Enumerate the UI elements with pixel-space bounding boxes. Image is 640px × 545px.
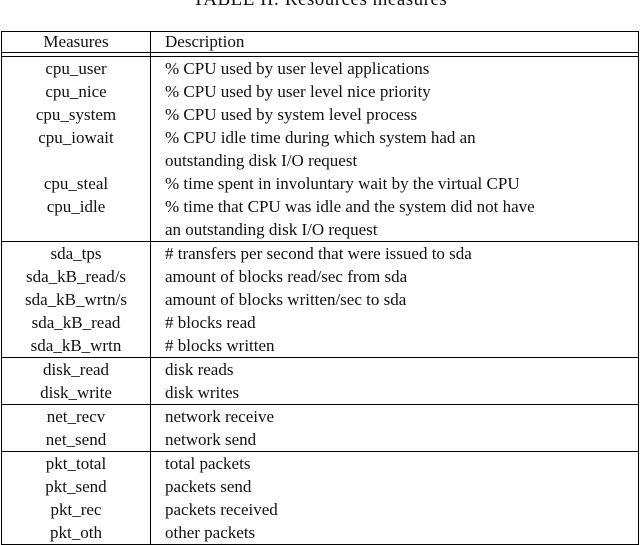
table-row: sda_kB_read/s amount of blocks read/sec f… <box>2 265 638 288</box>
gap-right <box>151 53 638 56</box>
table-caption: TABLE II: Resources measures <box>0 0 640 11</box>
description-cell: # blocks read <box>165 313 256 332</box>
description-cell: % time that CPU was idle and the system … <box>165 197 535 216</box>
measure-cell: cpu_system <box>2 103 151 126</box>
table-body: cpu_user % CPU used by user level applica… <box>2 57 638 544</box>
measure-cell: disk_read <box>2 358 151 381</box>
description-cell: network receive <box>165 407 275 426</box>
measure-cell: cpu_steal <box>2 172 151 195</box>
measure-cell: cpu_nice <box>2 80 151 103</box>
table-row: an outstanding disk I/O request <box>2 218 638 241</box>
table-row: net_recv network receive <box>2 405 638 428</box>
description-cell: packets received <box>165 500 278 519</box>
measure-cell: net_send <box>2 428 151 451</box>
gap-left <box>2 53 151 56</box>
row-group: net_recv network receive net_send network s… <box>2 405 638 452</box>
measure-cell: net_recv <box>2 405 151 428</box>
description-cell: # transfers per second that were issued … <box>165 244 472 263</box>
measure-cell: sda_tps <box>2 242 151 265</box>
table-header-row: Measures Description <box>2 32 638 53</box>
measure-cell: sda_kB_read <box>2 311 151 334</box>
table-row: disk_read disk reads <box>2 358 638 381</box>
resources-table: Measures Description cpu_user % CPU used … <box>1 31 639 545</box>
table-row: cpu_iowait % CPU idle time during which s… <box>2 126 638 149</box>
measure-cell: pkt_send <box>2 475 151 498</box>
description-cell: % CPU used by user level applications <box>165 59 430 78</box>
table-row: pkt_oth other packets <box>2 521 638 544</box>
description-cell: % CPU idle time during which system had … <box>165 128 476 147</box>
description-cell: # blocks written <box>165 336 275 355</box>
measure-cell: sda_kB_read/s <box>2 265 151 288</box>
row-group: pkt_total total packets pkt_send packets se… <box>2 452 638 544</box>
measure-cell: pkt_oth <box>2 521 151 544</box>
header-measures: Measures <box>2 32 151 52</box>
table-row: pkt_rec packets received <box>2 498 638 521</box>
header-description: Description <box>165 32 245 51</box>
description-cell: disk writes <box>165 383 240 402</box>
table-row: cpu_steal % time spent in involuntary wai… <box>2 172 638 195</box>
description-cell: total packets <box>165 454 251 473</box>
table-row: sda_kB_wrtn/s amount of blocks written/se… <box>2 288 638 311</box>
description-cell: amount of blocks written/sec to sda <box>165 290 407 309</box>
table-row: sda_tps # transfers per second that were … <box>2 242 638 265</box>
row-group: disk_read disk reads disk_write disk writes <box>2 358 638 405</box>
measure-cell: cpu_idle <box>2 195 151 218</box>
table-row: cpu_user % CPU used by user level applica… <box>2 57 638 80</box>
measure-cell: cpu_iowait <box>2 126 151 149</box>
description-cell: outstanding disk I/O request <box>165 151 358 170</box>
measure-cell: sda_kB_wrtn/s <box>2 288 151 311</box>
measure-cell: sda_kB_wrtn <box>2 334 151 357</box>
table-row: sda_kB_wrtn # blocks written <box>2 334 638 357</box>
table-row: net_send network send <box>2 428 638 451</box>
header-gap <box>2 53 638 57</box>
table-row: sda_kB_read # blocks read <box>2 311 638 334</box>
table-row: pkt_total total packets <box>2 452 638 475</box>
table-row: cpu_nice % CPU used by user level nice pr… <box>2 80 638 103</box>
description-cell: amount of blocks read/sec from sda <box>165 267 408 286</box>
table-row: outstanding disk I/O request <box>2 149 638 172</box>
measure-cell: pkt_rec <box>2 498 151 521</box>
measure-cell <box>2 149 151 172</box>
description-cell: other packets <box>165 523 256 542</box>
description-cell: an outstanding disk I/O request <box>165 220 378 239</box>
table-row: pkt_send packets send <box>2 475 638 498</box>
description-cell: packets send <box>165 477 252 496</box>
measure-cell <box>2 218 151 241</box>
measure-cell: pkt_total <box>2 452 151 475</box>
description-cell: disk reads <box>165 360 234 379</box>
table-row: cpu_idle % time that CPU was idle and the… <box>2 195 638 218</box>
row-group: sda_tps # transfers per second that were … <box>2 242 638 358</box>
table-row: cpu_system % CPU used by system level pro… <box>2 103 638 126</box>
measure-cell: cpu_user <box>2 57 151 80</box>
measure-cell: disk_write <box>2 381 151 404</box>
description-cell: % time spent in involuntary wait by the … <box>165 174 520 193</box>
description-cell: network send <box>165 430 257 449</box>
table-row: disk_write disk writes <box>2 381 638 404</box>
description-cell: % CPU used by user level nice priority <box>165 82 431 101</box>
description-cell: % CPU used by system level process <box>165 105 418 124</box>
row-group: cpu_user % CPU used by user level applica… <box>2 57 638 242</box>
